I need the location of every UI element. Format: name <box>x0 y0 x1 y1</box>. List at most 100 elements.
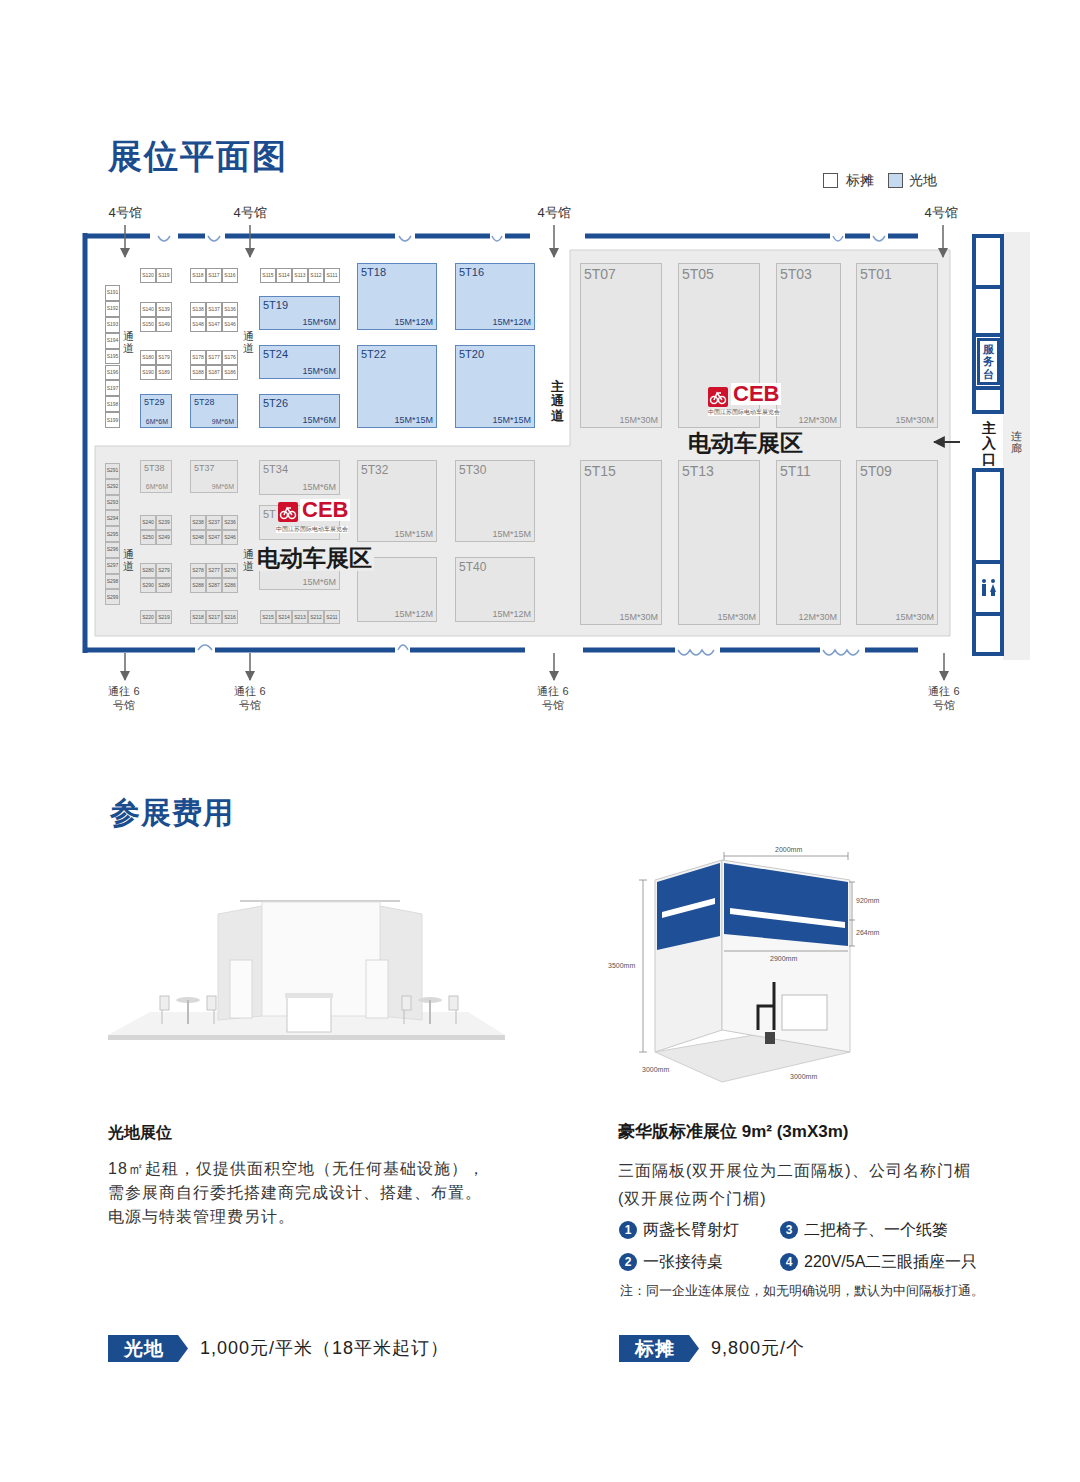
entrance-structure <box>974 470 1002 654</box>
booth-number: S190 <box>142 370 154 375</box>
booth-number: 5T13 <box>682 464 714 478</box>
entrance-structure <box>974 285 1002 289</box>
booth-number: S177 <box>208 355 220 360</box>
booth-number: S212 <box>310 615 322 620</box>
booth-number: 5T05 <box>682 267 714 281</box>
booth-number: 5T28 <box>194 398 215 407</box>
hall-wall <box>888 234 918 239</box>
dimension-line <box>848 852 849 860</box>
booth-box: S115 <box>260 268 276 283</box>
standard-booth-illustration <box>662 898 715 918</box>
door-mark <box>492 236 502 241</box>
standard-booth-illustration <box>722 860 850 1052</box>
booth-number: S116 <box>224 273 235 278</box>
booth-box: S291 <box>105 463 120 479</box>
booth-size: 15M*12M <box>492 318 531 327</box>
hall-wall <box>83 648 195 653</box>
booth-box: S249 <box>156 530 172 545</box>
toilet-icon <box>991 579 995 583</box>
booth-box: S290 <box>140 578 156 593</box>
booth-box: 5T3215M*15M <box>357 460 437 542</box>
booth-box: S138 <box>190 302 206 317</box>
dimension-line <box>639 1052 647 1053</box>
booth-number: S178 <box>192 355 204 360</box>
direction-arrow <box>943 653 945 680</box>
number-circle: 4 <box>780 1253 798 1271</box>
booth-box: S217 <box>206 610 222 624</box>
booth-box: 5T0312M*30M <box>776 263 841 428</box>
toilet-icon <box>991 592 995 596</box>
booth-box: S240 <box>140 515 156 530</box>
logo-text: CEB <box>731 383 781 405</box>
booth-number: S278 <box>192 568 204 573</box>
booth-number: S298 <box>107 579 119 584</box>
entrance-structure <box>974 236 1002 412</box>
booth-box: S178 <box>190 350 206 365</box>
booth-number: S215 <box>262 615 274 620</box>
booth-number: S115 <box>262 273 273 278</box>
booth-number: S120 <box>142 273 154 278</box>
price-text: 9,800元/个 <box>711 1337 805 1359</box>
bare-booth-illustration <box>218 906 262 1020</box>
direction-arrow <box>553 225 555 257</box>
number-circle: 1 <box>619 1221 637 1239</box>
direction-arrow <box>124 225 126 257</box>
booth-size: 12M*30M <box>798 613 837 622</box>
hall-wall <box>83 234 150 239</box>
legend-label: 标摊 <box>846 171 874 189</box>
corridor-strip <box>1003 232 1030 660</box>
item-heading: 光地展位 <box>108 1123 172 1144</box>
dimension-line <box>724 951 848 952</box>
entrance-structure <box>974 236 1002 654</box>
booth-box: S214 <box>276 610 292 624</box>
booth-number: S291 <box>107 468 119 473</box>
booth-size: 15M*15M <box>492 416 531 425</box>
booth-number: S297 <box>107 563 119 568</box>
booth-number: 5T40 <box>459 561 486 573</box>
standard-booth-illustration <box>655 860 850 1082</box>
booth-box: S198 <box>105 396 120 412</box>
logo-text: CEB <box>300 499 350 521</box>
booth-number: S114 <box>278 273 289 278</box>
booth-number: S238 <box>192 520 204 525</box>
booth-box: S140 <box>140 302 156 317</box>
booth-size: 15M*12M <box>394 610 433 619</box>
toilet-icon <box>982 579 986 583</box>
booth-number: S287 <box>208 583 220 588</box>
booth-number: S237 <box>208 520 220 525</box>
booth-number: S279 <box>158 568 170 573</box>
bare-booth-illustration <box>230 960 252 1018</box>
direction-arrow <box>553 653 555 680</box>
hall-wall <box>865 648 918 653</box>
booth-size: 6M*6M <box>146 483 168 490</box>
booth-size: 12M*30M <box>798 416 837 425</box>
standard-booth-illustration <box>782 995 827 1030</box>
booth-number: 5T20 <box>459 349 484 360</box>
callout-number: 2 <box>625 1256 632 1268</box>
booth-number: 5T26 <box>263 398 288 409</box>
item-description: 三面隔板(双开展位为二面隔板)、公司名称门楣(双开展位两个门楣) <box>618 1157 978 1213</box>
booth-number: S218 <box>192 615 204 620</box>
booth-box: S238 <box>190 515 206 530</box>
booth-box: 5T1915M*6M <box>259 296 340 330</box>
booth-box: S116 <box>222 268 238 283</box>
booth-number: S247 <box>208 535 220 540</box>
booth-number: S196 <box>107 370 119 375</box>
aisle-label: 通道 <box>243 548 254 572</box>
booth-box: S193 <box>105 317 120 333</box>
standard-booth-illustration <box>724 863 848 946</box>
booth-box: S286 <box>222 578 238 593</box>
toilet-icon <box>982 584 986 596</box>
dimension-label: 3000mm <box>790 1073 817 1080</box>
booth-number: S211 <box>326 615 337 620</box>
booth-number: S296 <box>107 547 119 552</box>
aisle-label: 通道 <box>123 330 134 354</box>
booth-size: 15M*30M <box>619 416 658 425</box>
hall-pointer: 4号馆 <box>921 205 961 221</box>
booth-size: 15M*15M <box>492 530 531 539</box>
entrance-structure <box>974 386 1002 390</box>
hall-wall <box>215 648 395 653</box>
booth-box: S194 <box>105 333 120 349</box>
booth-number: S111 <box>327 273 338 278</box>
floor-ground <box>95 250 950 636</box>
